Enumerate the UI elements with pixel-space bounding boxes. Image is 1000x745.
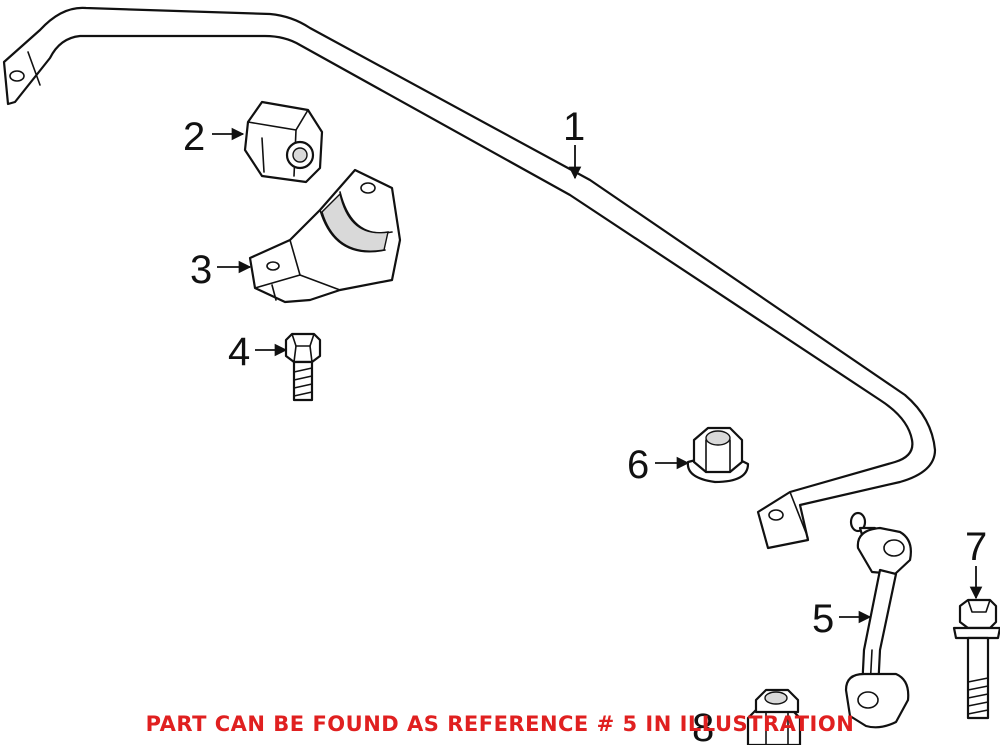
stabilizer-link[interactable] (844, 511, 912, 729)
callout-7: 7 (965, 525, 987, 569)
callout-4: 4 (228, 330, 250, 374)
callout-1: 1 (563, 105, 585, 149)
stabilizer-nut[interactable] (686, 426, 750, 484)
stabilizer-bushing[interactable] (243, 100, 324, 184)
stabilizer-bar[interactable] (2, 6, 937, 550)
bushing-bracket[interactable] (248, 168, 402, 304)
callout-3: 3 (190, 248, 212, 292)
link-nut[interactable] (746, 688, 802, 745)
reference-notice: PART CAN BE FOUND AS REFERENCE # 5 IN IL… (145, 712, 855, 736)
link-bolt[interactable] (952, 598, 1000, 720)
callout-8: 8 (692, 706, 714, 745)
callout-6: 6 (627, 443, 649, 487)
callout-5: 5 (812, 597, 834, 641)
callout-2: 2 (183, 115, 205, 159)
bracket-bolt[interactable] (284, 332, 322, 402)
